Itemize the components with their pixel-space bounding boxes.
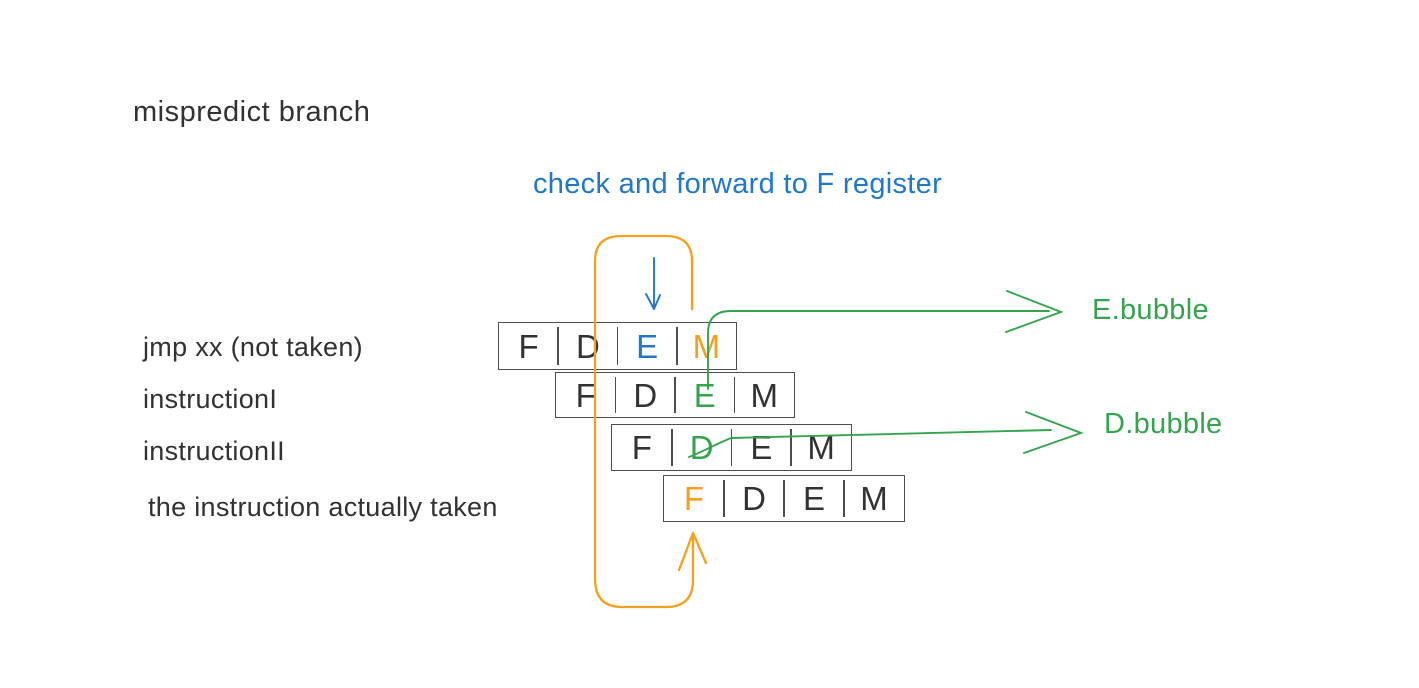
- stage-cell-f: F: [575, 376, 596, 414]
- stage-cell-e: E: [674, 373, 735, 417]
- stage-cell-d: D: [614, 373, 676, 417]
- stage-cell-e: E: [730, 425, 792, 470]
- stage-cell-f: F: [683, 480, 705, 517]
- row-label-2: instructionII: [143, 436, 285, 466]
- stage-cell-m: M: [843, 476, 904, 521]
- row-label-3: the instruction actually taken: [148, 492, 498, 522]
- redirect-loop-arrow: [593, 234, 708, 609]
- diagram-title: mispredict branch: [133, 96, 371, 128]
- row-label-1: instructionI: [143, 384, 278, 414]
- stage-cell-f: F: [631, 429, 652, 466]
- stage-cell-f: F: [518, 327, 539, 365]
- check-down-arrow: [645, 257, 661, 310]
- row-label-0: jmp xx (not taken): [143, 332, 363, 362]
- stage-cell-m: M: [733, 373, 795, 417]
- stage-cell-d: D: [723, 476, 784, 521]
- stage-cell-m: M: [675, 323, 736, 369]
- e-bubble-label: E.bubble: [1092, 294, 1209, 326]
- stage-cell-e: E: [783, 476, 844, 521]
- stage-cell-d: D: [670, 425, 732, 470]
- stage-cell-e: E: [616, 323, 677, 369]
- stage-cell-d: D: [557, 323, 617, 369]
- check-forward-annotation: check and forward to F register: [533, 168, 943, 200]
- d-bubble-label: D.bubble: [1104, 408, 1223, 440]
- stage-cell-m: M: [790, 425, 851, 470]
